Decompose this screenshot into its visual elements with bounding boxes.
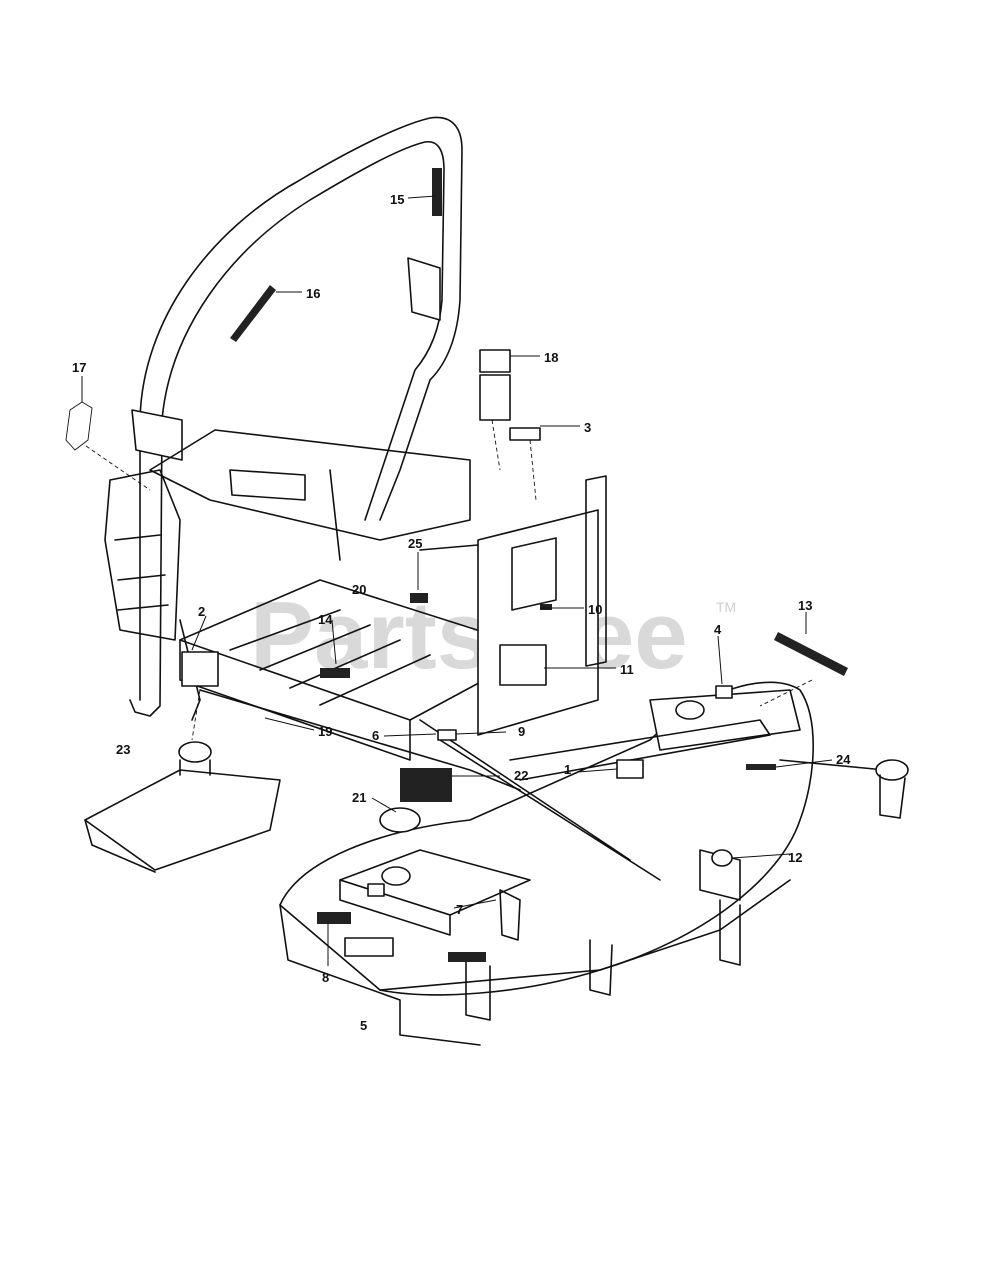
callout-21: 21 xyxy=(352,790,366,805)
callout-9: 9 xyxy=(518,724,525,739)
callout-18: 18 xyxy=(544,350,558,365)
decal-15 xyxy=(432,168,442,216)
rops-roll-bar xyxy=(129,116,463,721)
decal-17 xyxy=(65,401,93,451)
callout-14: 14 xyxy=(318,612,333,627)
callout-8: 8 xyxy=(322,970,329,985)
decal-14 xyxy=(320,668,350,678)
callout-3: 3 xyxy=(584,420,591,435)
callout-23: 23 xyxy=(116,742,130,757)
decal-5b xyxy=(448,952,486,962)
callout-20: 20 xyxy=(352,582,366,597)
callout-labels: 1 2 3 4 5 6 7 8 9 10 11 12 13 14 15 16 1… xyxy=(72,192,851,1033)
watermark-tm: TM xyxy=(716,599,736,615)
decal-24 xyxy=(746,764,776,770)
decal-18a xyxy=(479,349,511,373)
callout-4: 4 xyxy=(714,622,722,637)
callout-1: 1 xyxy=(564,762,571,777)
callout-15: 15 xyxy=(390,192,404,207)
leader-lines xyxy=(81,195,833,966)
callout-11: 11 xyxy=(620,662,634,677)
decal-10 xyxy=(540,604,552,610)
callout-19: 19 xyxy=(318,724,332,739)
decal-18b xyxy=(479,374,511,421)
decals xyxy=(65,168,848,962)
callout-5: 5 xyxy=(360,1018,367,1033)
operator-frame xyxy=(104,429,471,641)
callout-16: 16 xyxy=(306,286,320,301)
decal-13 xyxy=(774,632,848,676)
decal-16 xyxy=(230,285,276,342)
callout-7: 7 xyxy=(456,902,463,917)
decal-12 xyxy=(711,849,733,867)
decal-8 xyxy=(317,912,351,924)
item-21-part xyxy=(379,807,421,833)
callout-12: 12 xyxy=(788,850,802,865)
mower-deck xyxy=(279,681,909,1046)
callout-25: 25 xyxy=(408,536,422,551)
decal-11 xyxy=(499,644,547,686)
callout-13: 13 xyxy=(798,598,812,613)
decal-1 xyxy=(616,759,644,779)
callout-10: 10 xyxy=(588,602,602,617)
callout-17: 17 xyxy=(72,360,86,375)
callout-24: 24 xyxy=(836,752,851,767)
decal-9 xyxy=(437,729,457,741)
callout-22: 22 xyxy=(514,768,528,783)
callout-2: 2 xyxy=(198,604,205,619)
decal-2 xyxy=(181,651,219,687)
callout-6: 6 xyxy=(372,728,379,743)
decal-4 xyxy=(715,685,733,699)
decal-22 xyxy=(400,768,452,802)
decal-5-label xyxy=(344,937,394,957)
decal-7 xyxy=(367,883,385,897)
item-23-assembly xyxy=(84,741,281,873)
decal-25 xyxy=(410,593,428,603)
decal-3 xyxy=(509,427,541,441)
